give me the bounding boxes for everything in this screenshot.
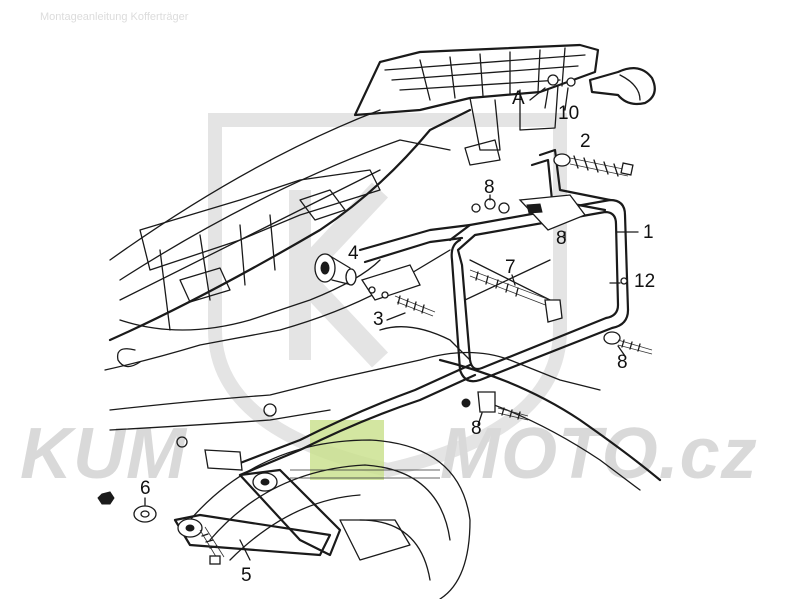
bolt-8-right [603,331,653,355]
callout-8-right: 8 [617,352,628,373]
pannier-frame [233,198,630,477]
watermark-text-right: MOTO.cz [440,414,758,494]
watermark-text: KUM MOTO.cz [20,414,758,494]
washer-set-8-top [471,198,510,214]
turn-signal [544,67,656,111]
bolt-7 [469,269,563,323]
bolt-2 [553,153,634,177]
callout-5: 5 [241,565,252,586]
callout-4: 4 [348,243,359,264]
luggage-rack [353,43,600,166]
left-bracket [360,264,421,301]
screw-12 [620,277,628,285]
callout-6: 6 [140,478,151,499]
callout-labels: A 10 2 1 8 8 7 12 4 3 8 8 6 5 [140,88,655,586]
callout-2: 2 [580,131,591,152]
watermark-text-left: KUM [20,414,188,494]
callout-3: 3 [373,309,384,330]
bolt-8-lower [461,391,529,421]
upper-bracket [518,148,612,231]
rear-wheel [189,439,471,599]
callout-12: 12 [634,271,655,292]
bolt-5 [199,526,225,565]
callout-8-bracket: 8 [556,228,567,249]
frame-bolt [263,403,277,417]
leader-lines [144,87,639,561]
spacer-4 [314,253,357,286]
nut-washer-6 [97,491,157,523]
rear-frame [109,326,601,448]
frame-bolt [176,436,188,448]
callout-8-top: 8 [484,177,495,198]
lower-arm [173,449,342,557]
motorcycle-tail [104,108,472,371]
header-text: Montageanleitung Kofferträger [40,11,189,23]
bolt-3 [394,295,436,317]
callout-8-lower: 8 [471,418,482,439]
callout-10: 10 [558,103,579,124]
callout-7: 7 [505,257,516,278]
callout-A: A [512,88,525,109]
callout-1: 1 [643,222,654,243]
